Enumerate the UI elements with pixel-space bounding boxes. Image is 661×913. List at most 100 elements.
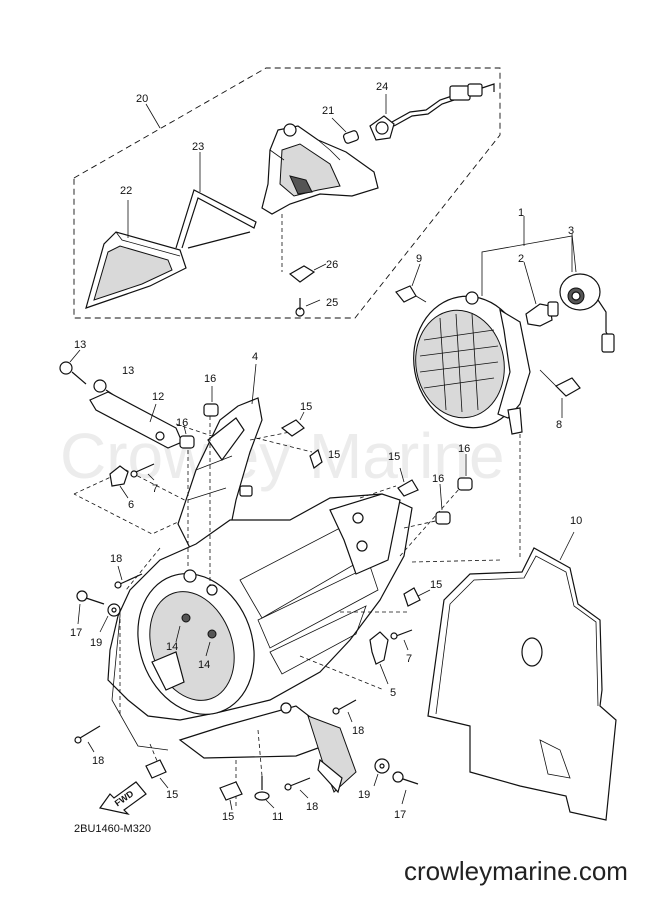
part-7-screw-b xyxy=(390,629,413,651)
part-15-clips xyxy=(145,411,431,811)
callout-5: 5 xyxy=(390,687,396,699)
part-18-screw-c xyxy=(332,699,357,723)
leader-7a xyxy=(147,473,155,481)
part-8-clip xyxy=(539,369,581,418)
callout-21: 21 xyxy=(322,105,334,117)
part-2-bulb xyxy=(523,261,559,327)
callout-19b: 19 xyxy=(358,789,370,801)
callout-11: 11 xyxy=(272,811,283,823)
part-6-plate xyxy=(109,465,129,499)
callout-2: 2 xyxy=(518,253,524,265)
callout-9: 9 xyxy=(416,253,422,265)
callout-3: 3 xyxy=(568,225,574,237)
part-18-screw-b xyxy=(74,725,101,753)
part-5-plate xyxy=(369,631,389,685)
callout-13a: 13 xyxy=(74,339,86,351)
position-light-group xyxy=(73,67,501,319)
callout-1: 1 xyxy=(518,207,524,219)
part-25-screw xyxy=(295,298,321,317)
clip-15b xyxy=(309,449,323,469)
callout-20: 20 xyxy=(136,93,148,105)
callout-15d: 15 xyxy=(430,579,442,591)
clip-15d xyxy=(403,587,421,607)
callout-14a: 14 xyxy=(166,641,178,653)
part-17-bolt-a xyxy=(76,590,105,625)
leader-20 xyxy=(145,103,161,129)
callout-10: 10 xyxy=(570,515,582,527)
callout-13b: 13 xyxy=(122,365,134,377)
callout-16b: 16 xyxy=(176,417,188,429)
leader-6 xyxy=(119,485,129,499)
front-cowl xyxy=(107,493,413,794)
headlight-unit xyxy=(395,216,615,560)
left-brackets xyxy=(59,349,205,535)
leader-4 xyxy=(251,363,257,405)
fasteners xyxy=(74,565,419,809)
callout-19a: 19 xyxy=(90,637,102,649)
callout-23: 23 xyxy=(192,141,204,153)
callout-18b: 18 xyxy=(92,755,104,767)
part-9-adjuster xyxy=(395,263,427,303)
callout-16d: 16 xyxy=(432,473,444,485)
part-16-collars xyxy=(179,386,473,525)
part-22-position-lens xyxy=(85,200,187,309)
callout-15e: 15 xyxy=(166,789,178,801)
leader-21 xyxy=(331,117,347,133)
callout-15c: 15 xyxy=(388,451,400,463)
part-10-cover xyxy=(427,531,617,821)
callout-14b: 14 xyxy=(198,659,210,671)
callout-15f: 15 xyxy=(222,811,234,823)
part-14-grommets xyxy=(175,613,217,657)
callout-22: 22 xyxy=(120,185,132,197)
part-18-screw-d xyxy=(284,777,311,799)
watermark: Crowley Marine xyxy=(60,420,505,492)
part-19-washer-b xyxy=(373,758,390,787)
callout-12: 12 xyxy=(152,391,164,403)
guide-lines xyxy=(119,416,501,806)
lens-grid xyxy=(419,313,499,413)
leader-9 xyxy=(411,263,421,287)
callout-15b: 15 xyxy=(328,449,340,461)
leader-10 xyxy=(559,531,575,561)
leader-1-bracket xyxy=(481,235,573,296)
callout-16a: 16 xyxy=(204,373,216,385)
leader-2 xyxy=(523,261,537,305)
clip-15a xyxy=(280,419,305,437)
position-light-housing xyxy=(261,123,379,215)
leader-12 xyxy=(149,403,157,423)
callout-17b: 17 xyxy=(394,809,406,821)
part-7-screw-a xyxy=(130,463,155,481)
clip-15e xyxy=(145,759,167,779)
callout-24: 24 xyxy=(376,81,388,93)
callout-17a: 17 xyxy=(70,627,82,639)
callout-7b: 7 xyxy=(406,653,412,665)
callouts: 1 2 3 4 5 6 7 7 8 9 10 11 12 13 13 14 14… xyxy=(70,81,582,823)
site-url[interactable]: crowleymarine.com xyxy=(404,856,628,886)
fwd-arrow-icon: FWD xyxy=(98,781,147,816)
part-17-bolt-b xyxy=(392,771,419,805)
callout-18d: 18 xyxy=(306,801,318,813)
callout-8: 8 xyxy=(556,419,562,431)
part-13-bolt-a xyxy=(59,349,87,385)
callout-4: 4 xyxy=(252,351,258,363)
callout-15a: 15 xyxy=(300,401,312,413)
clip-15f xyxy=(219,781,243,801)
part-24-socket-cord xyxy=(369,83,495,141)
callout-7a: 7 xyxy=(152,483,158,495)
part-23-gasket xyxy=(175,152,257,249)
part-18-screw-a xyxy=(114,565,143,589)
callout-26: 26 xyxy=(326,259,338,271)
part-3-socket xyxy=(559,233,615,353)
callout-25: 25 xyxy=(326,297,338,309)
clip-15c xyxy=(397,479,419,497)
part-11-bolt xyxy=(254,776,275,809)
diagram-code: 2BU1460-M320 xyxy=(74,823,151,835)
part-26-nut xyxy=(288,263,327,283)
callout-16c: 16 xyxy=(458,443,470,455)
callout-6: 6 xyxy=(128,499,134,511)
leader-3 xyxy=(571,233,577,273)
callout-18c: 18 xyxy=(352,725,364,737)
part-21-bulb xyxy=(331,117,360,144)
part-19-washer-a xyxy=(99,603,121,633)
